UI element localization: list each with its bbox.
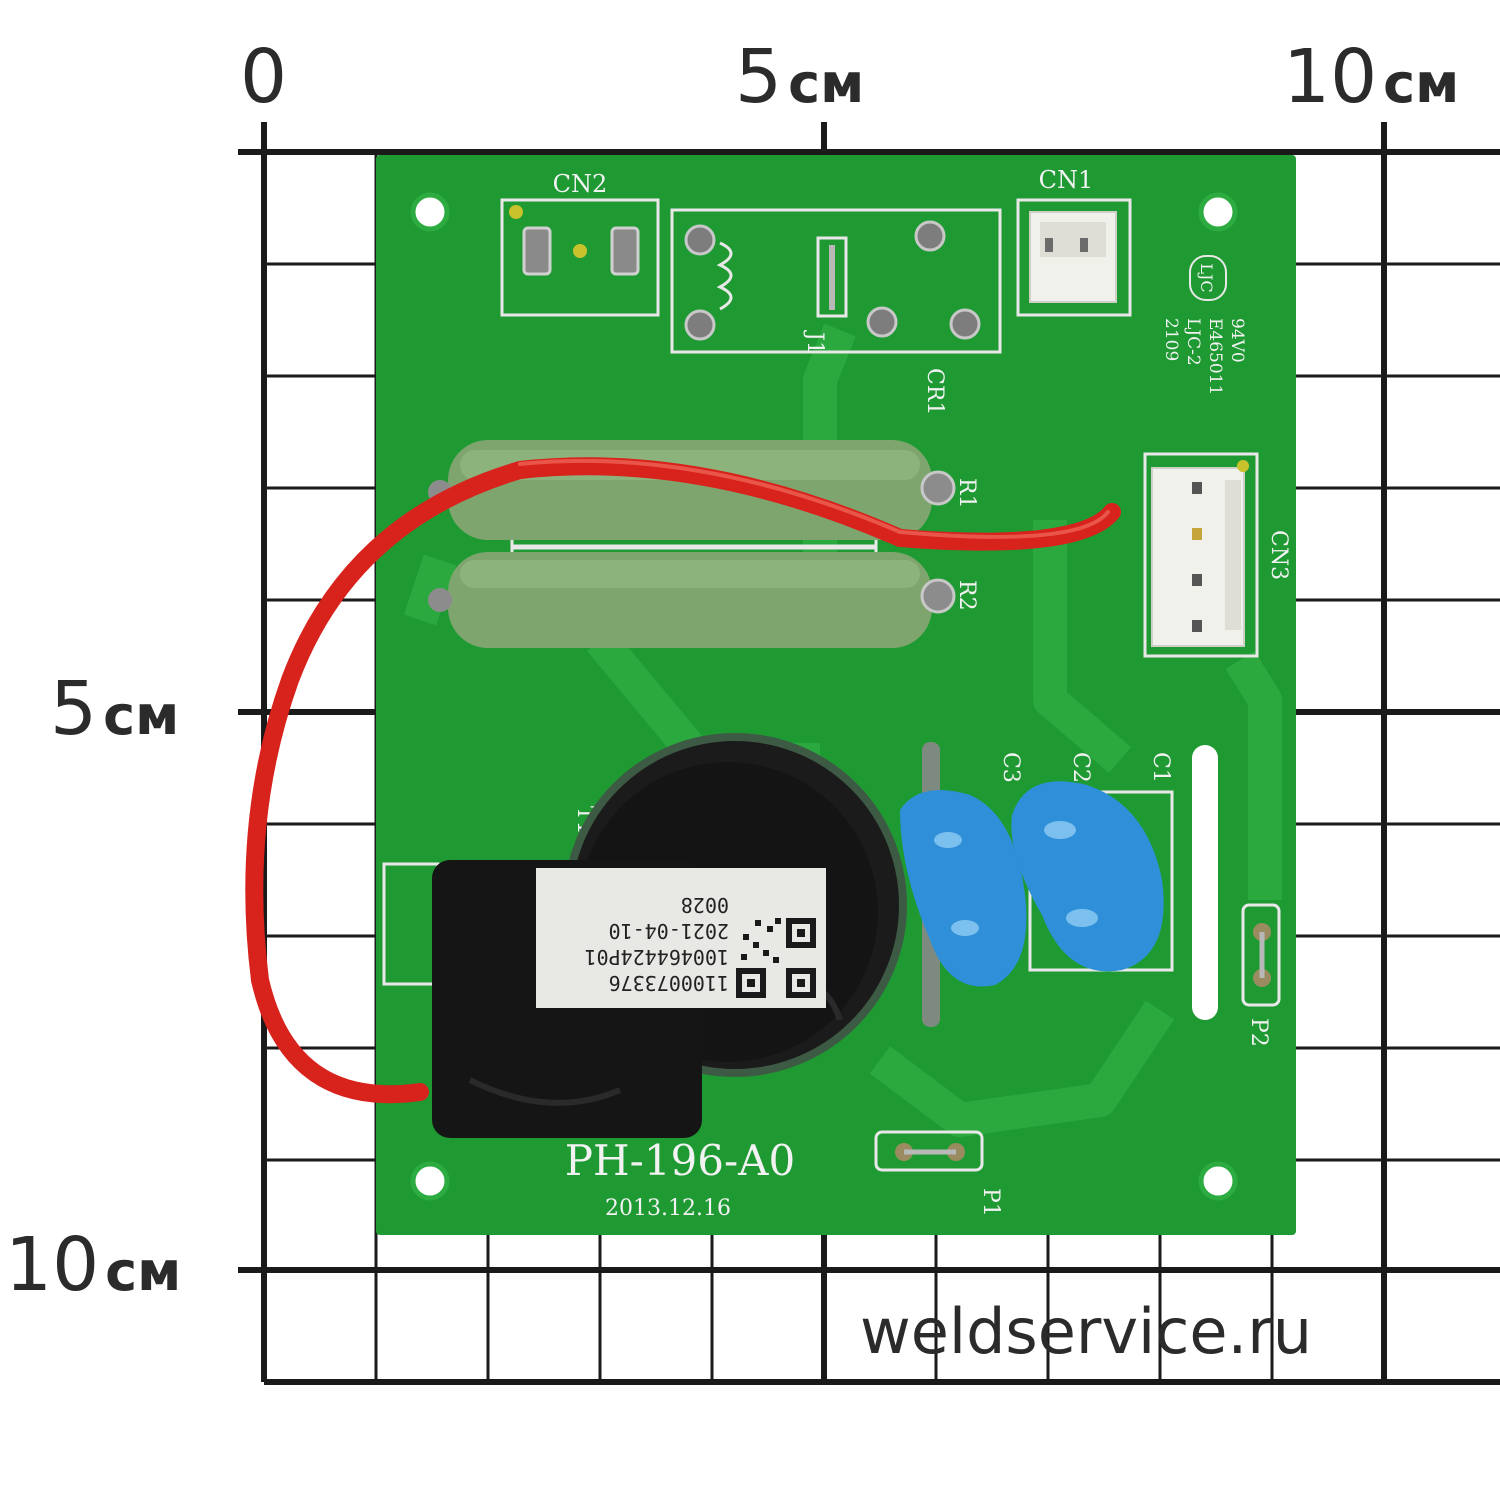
scale-unit: см	[1383, 52, 1460, 115]
capacitor-c2	[1011, 781, 1164, 972]
label-cn3: CN3	[1266, 530, 1291, 580]
scale-unit: см	[788, 52, 865, 115]
mount-hole	[410, 1161, 450, 1201]
red-wire	[245, 457, 1121, 1104]
mount-hole	[1198, 1161, 1238, 1201]
cert-line: E465011	[1205, 318, 1225, 395]
cert-line: 94V0	[1227, 318, 1247, 363]
scale-unit: см	[105, 1240, 182, 1303]
scale-number: 5	[50, 666, 98, 752]
label-cn1: CN1	[1039, 166, 1094, 194]
jumper-p1: P1	[874, 1130, 1003, 1217]
label-r2: R2	[954, 580, 979, 611]
maker-logo: LJC	[1189, 255, 1227, 301]
watermark: weldservice.ru	[860, 1295, 1313, 1368]
scale-number: 0	[240, 34, 288, 120]
resistor-r2: R2	[428, 546, 979, 648]
cert-marking: 94V0 E465011 LJC-2 2109	[1161, 318, 1247, 395]
label-j1: J1	[802, 330, 827, 355]
serial-sticker: 1100073376 100464424P01 2021-04-10 0028	[536, 868, 826, 1008]
mount-hole	[410, 192, 450, 232]
sticker-line: 0028	[681, 893, 729, 917]
label-c3: C3	[998, 752, 1023, 783]
jumper-p2: P2	[1241, 903, 1281, 1047]
cert-line: LJC-2	[1183, 318, 1203, 366]
scale-top-0: 0	[240, 40, 293, 114]
label-r1: R1	[954, 478, 979, 509]
board-model: PH-196-A0	[565, 1136, 796, 1185]
label-c2: C2	[1068, 752, 1093, 783]
scale-unit: см	[103, 684, 180, 747]
scale-number: 10	[1283, 34, 1378, 120]
mount-hole	[1198, 192, 1238, 232]
capacitor-c3	[900, 790, 1027, 987]
scale-number: 5	[735, 34, 783, 120]
relay-cr1: J1 CR1	[670, 208, 1002, 415]
label-p2: P2	[1246, 1018, 1271, 1047]
label-p1: P1	[978, 1188, 1003, 1217]
scale-number: 10	[5, 1222, 100, 1308]
label-cn2: CN2	[553, 170, 608, 198]
sticker-line: 100464424P01	[585, 945, 730, 969]
sticker-line: 2021-04-10	[609, 919, 729, 943]
connector-cn2: CN2	[500, 170, 660, 317]
maker-logo-text: LJC	[1197, 263, 1216, 292]
qr-code	[736, 918, 816, 998]
board-date: 2013.12.16	[605, 1196, 731, 1221]
label-c1: C1	[1148, 752, 1173, 783]
label-cr1: CR1	[922, 368, 947, 415]
sticker-line: 1100073376	[609, 971, 729, 995]
board-slot	[1192, 745, 1218, 1020]
connector-cn3: CN3	[1143, 452, 1291, 658]
connector-cn1: CN1	[1016, 166, 1132, 317]
cert-line: 2109	[1161, 318, 1181, 361]
